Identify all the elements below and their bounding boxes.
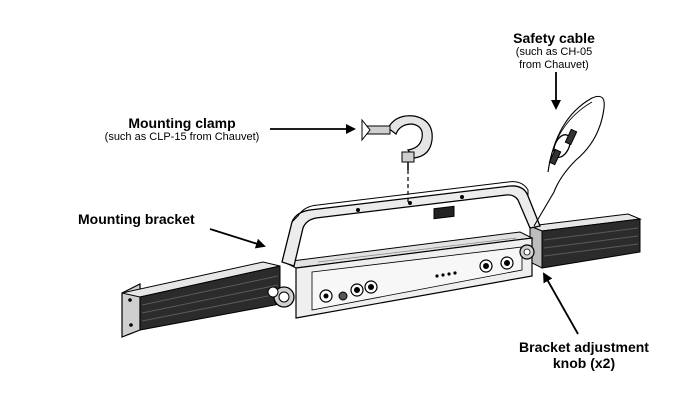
bracket-knob-label: Bracket adjustment knob (x2) xyxy=(508,339,660,371)
mounting-bracket-icon xyxy=(281,181,541,267)
adjustment-knob-icon xyxy=(267,244,535,308)
safety-cable-icon xyxy=(533,95,605,227)
safety-cable-label: Safety cable (such as CH-05 from Chauvet… xyxy=(500,30,608,71)
bracket-knob-title-line2: knob (x2) xyxy=(552,355,616,372)
mounting-bracket-label: Mounting bracket xyxy=(78,211,195,227)
arrow-icon xyxy=(209,228,266,249)
mounting-clamp-subtitle: (such as CLP-15 from Chauvet) xyxy=(104,131,260,144)
safety-cable-subtitle-line1: (such as CH-05 xyxy=(515,46,593,59)
fixture-control-panel xyxy=(282,205,534,319)
fixture-bar-right xyxy=(528,213,642,269)
mounting-bracket-title: Mounting bracket xyxy=(78,211,195,227)
bracket-knob-title-line1: Bracket adjustment xyxy=(519,339,649,355)
fixture-bar-left xyxy=(121,261,281,338)
mounting-clamp-label: Mounting clamp (such as CLP-15 from Chau… xyxy=(96,115,268,144)
mounting-clamp-title: Mounting clamp xyxy=(128,115,236,131)
arrow-icon xyxy=(543,272,579,335)
safety-cable-subtitle-line2: from Chauvet) xyxy=(519,58,589,71)
safety-cable-title: Safety cable xyxy=(513,30,595,46)
clamp-icon xyxy=(361,115,433,170)
